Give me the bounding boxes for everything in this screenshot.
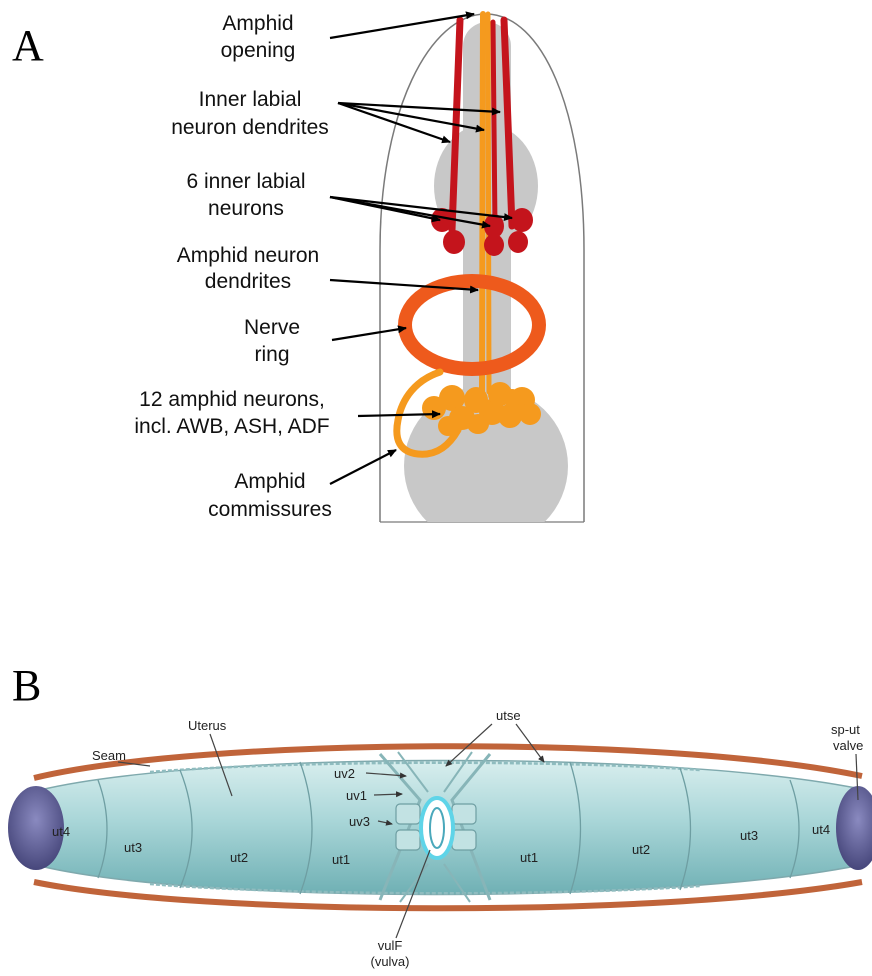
segment-label-left-ut2: ut2 bbox=[230, 850, 248, 865]
segment-label-right-ut1: ut1 bbox=[520, 850, 538, 865]
segment-label-left-ut4: ut4 bbox=[52, 824, 70, 839]
label-uterus: Uterus bbox=[188, 718, 227, 733]
label-vulf-2: (vulva) bbox=[370, 954, 409, 969]
label-amphid-dendrites-2: dendrites bbox=[205, 270, 291, 293]
label-utse: utse bbox=[496, 708, 521, 723]
segment-label-right-ut4: ut4 bbox=[812, 822, 830, 837]
label-uv3: uv3 bbox=[349, 814, 370, 829]
label-seam: Seam bbox=[92, 748, 126, 763]
label-inner-labial-dendrites-1: Inner labial bbox=[199, 88, 302, 111]
label-uv2: uv2 bbox=[334, 766, 355, 781]
label-amphid-neurons-2: incl. AWB, ASH, ADF bbox=[134, 415, 329, 438]
label-inner-labial-dendrites-2: neuron dendrites bbox=[171, 116, 329, 139]
segment-label-left-ut1: ut1 bbox=[332, 852, 350, 867]
label-amphid-opening-1: Amphid bbox=[222, 12, 293, 35]
label-uv1: uv1 bbox=[346, 788, 367, 803]
label-amphid-opening-2: opening bbox=[221, 39, 296, 62]
label-amphid-commissures-1: Amphid bbox=[234, 470, 305, 493]
panel-b: B bbox=[8, 661, 872, 969]
label-vulf-1: vulF bbox=[378, 938, 403, 953]
label-sp-ut-2: valve bbox=[833, 738, 863, 753]
label-amphid-neurons-1: 12 amphid neurons, bbox=[139, 388, 325, 411]
panel-a: A bbox=[12, 12, 584, 546]
segment-label-right-ut2: ut2 bbox=[632, 842, 650, 857]
segment-label-right-ut3: ut3 bbox=[740, 828, 758, 843]
label-inner-labial-neurons-1: 6 inner labial bbox=[186, 170, 305, 193]
label-nerve-ring-1: Nerve bbox=[244, 316, 300, 339]
segment-label-left-ut3: ut3 bbox=[124, 840, 142, 855]
panel-letter-a: A bbox=[12, 21, 44, 70]
label-inner-labial-neurons-2: neurons bbox=[208, 197, 284, 220]
label-nerve-ring-2: ring bbox=[254, 343, 289, 366]
panel-letter-b: B bbox=[12, 661, 41, 710]
label-amphid-dendrites-1: Amphid neuron bbox=[177, 244, 319, 267]
label-amphid-commissures-2: commissures bbox=[208, 498, 332, 521]
label-sp-ut-1: sp-ut bbox=[831, 722, 860, 737]
